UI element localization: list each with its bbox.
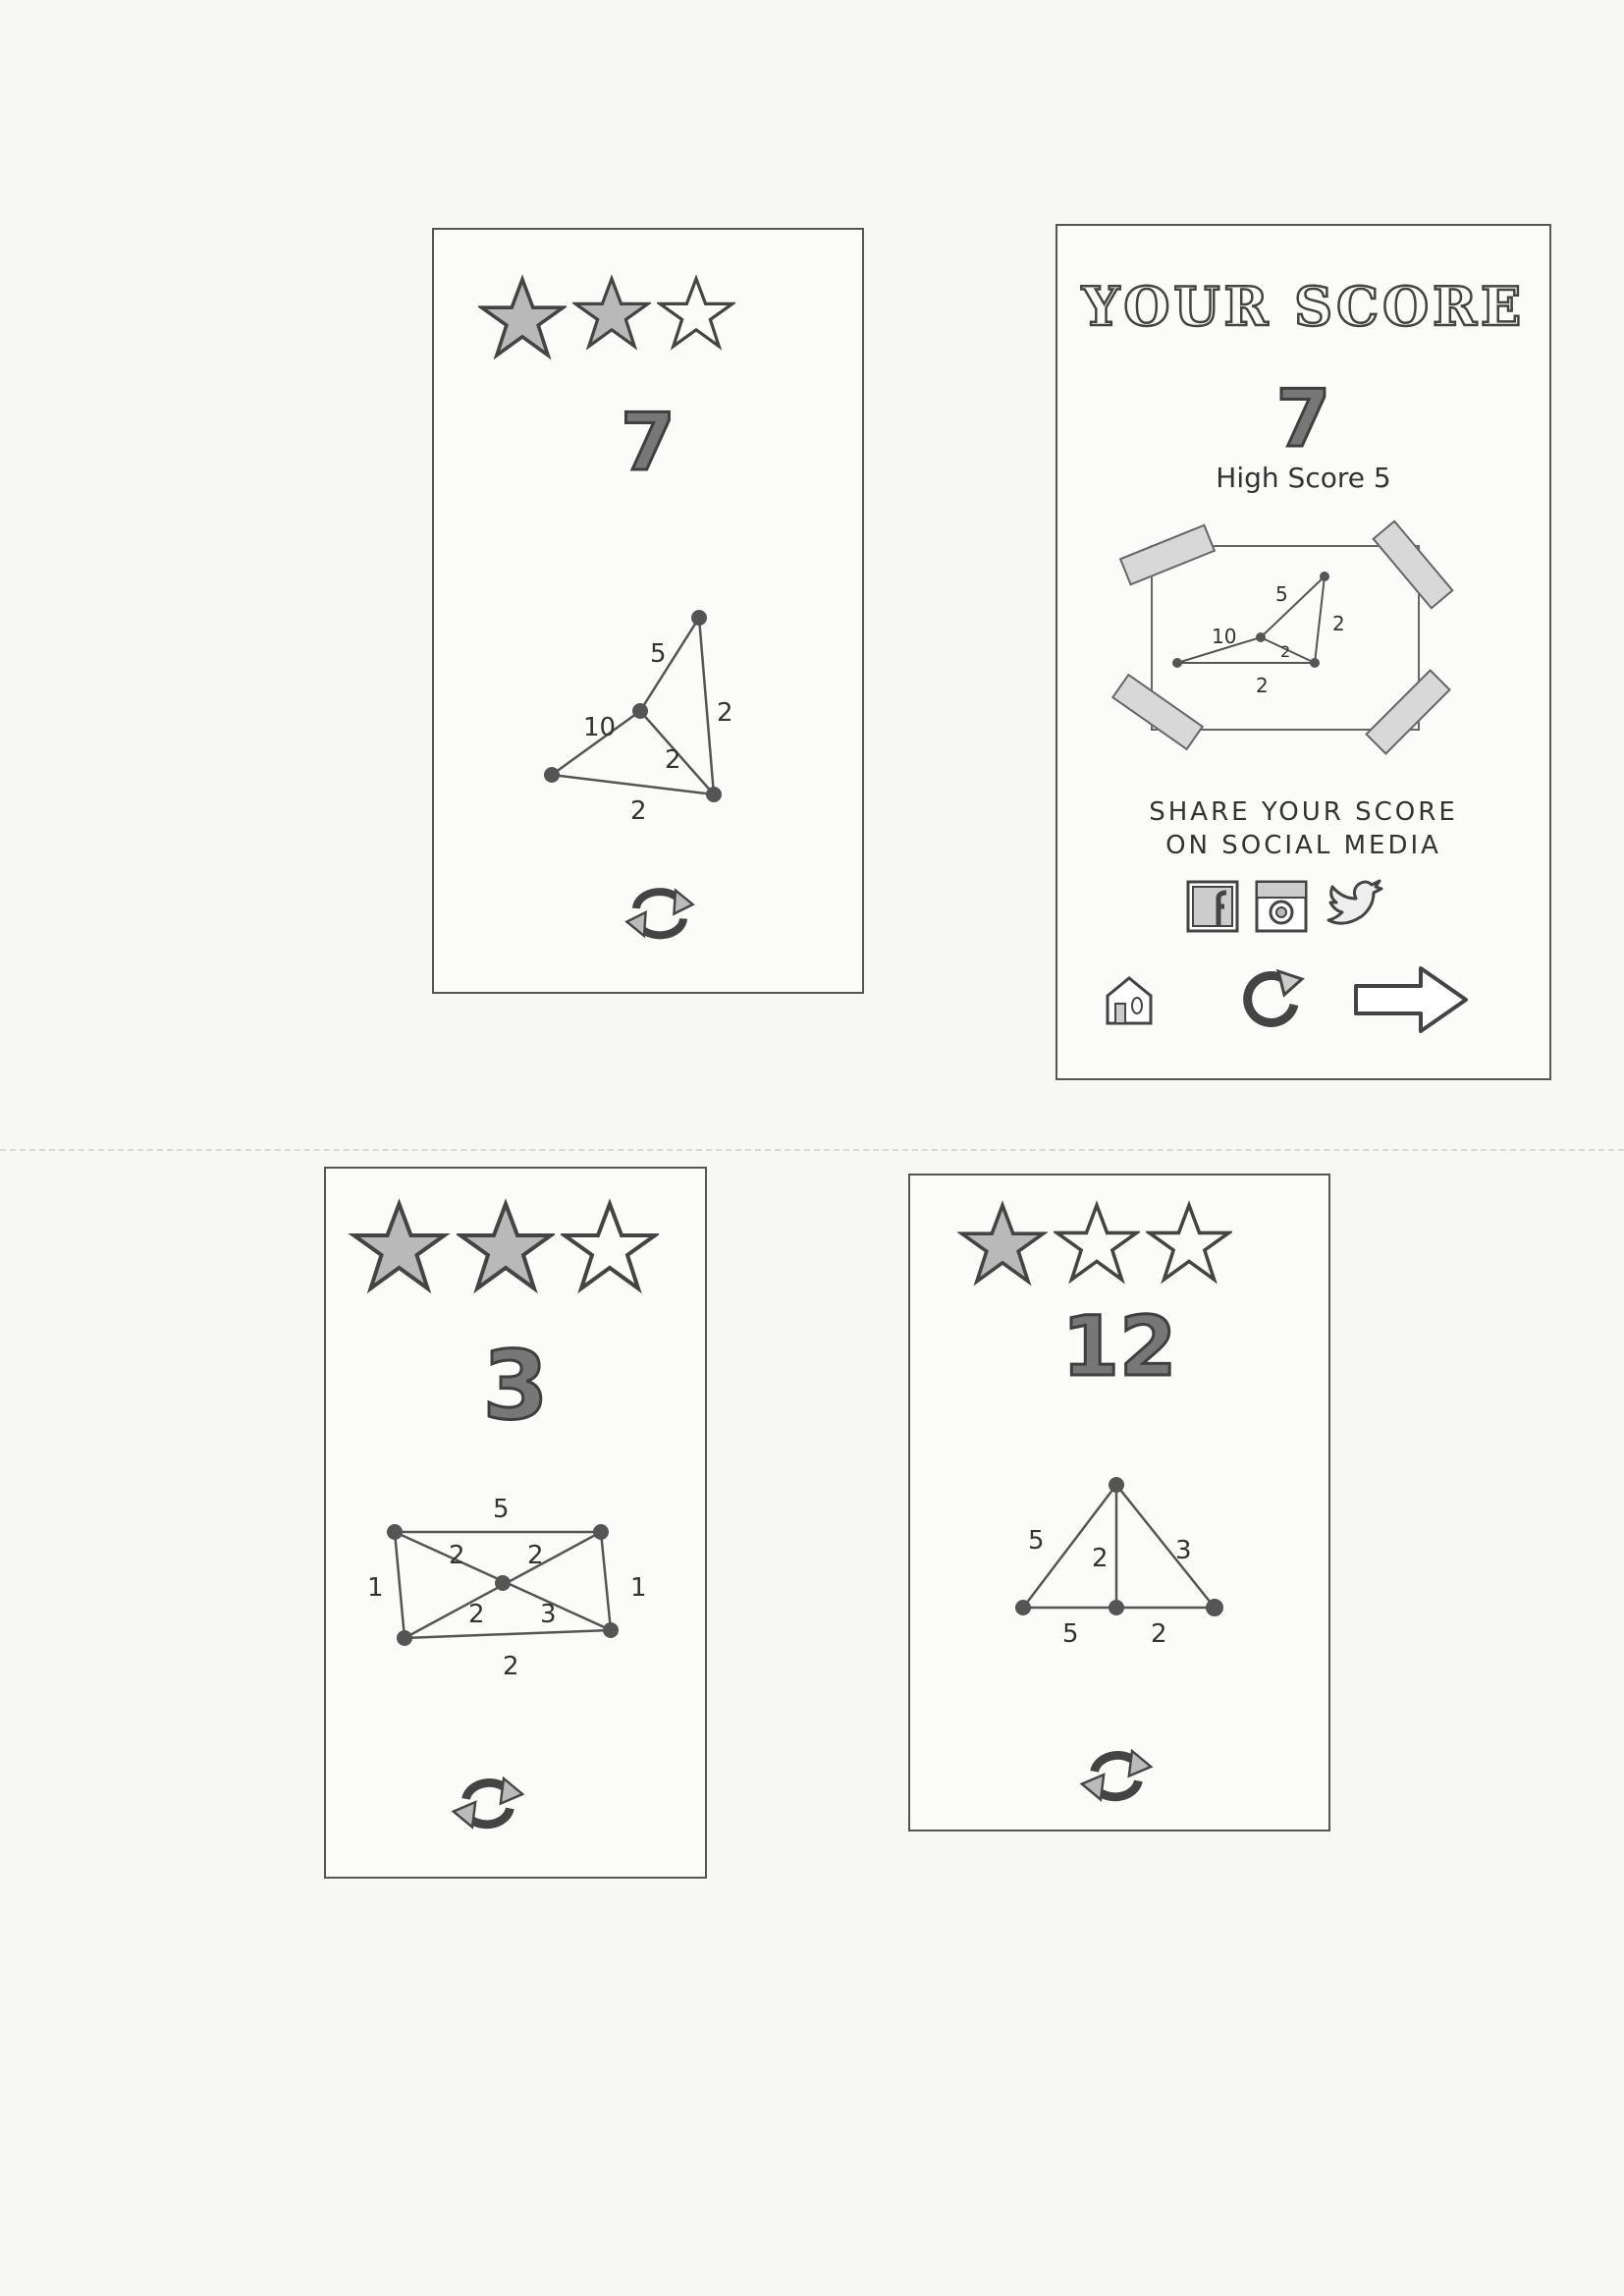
replay-icon[interactable] [1239,967,1308,1032]
edge-label: 2 [1151,1619,1167,1649]
edge-label: 3 [540,1600,557,1629]
star-empty-icon [657,274,735,351]
share-text: SHARE YOUR SCORE ON SOCIAL MEDIA [1057,795,1549,862]
facebook-icon[interactable] [1185,879,1240,934]
star-rating [348,1198,659,1296]
edge-label: 2 [1092,1544,1109,1573]
star-empty-icon [1146,1200,1232,1285]
edge-label: 5 [1062,1619,1079,1649]
paper-fold-line [0,1149,1624,1151]
home-icon[interactable] [1102,972,1157,1027]
star-rating [957,1200,1232,1288]
instagram-icon[interactable] [1254,879,1309,934]
edge-label: 5 [1028,1526,1045,1556]
star-filled-icon [348,1198,451,1294]
next-arrow-icon[interactable] [1352,964,1470,1035]
edge-label: 2 [630,796,647,826]
puzzle-graph: 5 2 3 5 2 [1015,1477,1223,1649]
puzzle-graph: 5 10 2 2 2 [544,610,733,826]
edge-label: 1 [630,1573,647,1603]
edge-label: 2 [503,1652,519,1681]
star-filled-icon [457,1198,555,1294]
edge-label: 2 [665,745,681,775]
results-screen: YOUR SCORE 7 High Score 5 5 10 2 2 2 [1056,224,1551,1080]
replay-icon[interactable] [621,873,699,952]
twitter-icon[interactable] [1323,879,1387,934]
star-filled-icon [572,274,651,351]
level-screen-4: 12 5 2 3 5 2 [908,1174,1330,1831]
puzzle-graph: 5 2 2 1 1 2 3 2 [367,1495,647,1681]
edge-label: 2 [1332,612,1345,635]
edge-label: 5 [650,639,667,669]
edge-label: 5 [1275,582,1288,606]
edge-label: 2 [717,698,733,728]
high-score-label: High Score 5 [1216,462,1391,494]
star-rating [478,274,735,362]
score-value: 7 [620,396,677,490]
level-screen-1: 7 5 10 2 2 2 [432,228,864,994]
edge-label: 2 [527,1541,544,1570]
score-value: 12 [1060,1297,1178,1396]
edge-label: 1 [367,1573,384,1603]
thumbnail-graph: 5 10 2 2 2 [1172,572,1345,697]
page-title: YOUR SCORE [1081,274,1526,340]
edge-label: 2 [468,1600,485,1629]
edge-label: 3 [1175,1536,1192,1565]
star-empty-icon [1054,1200,1140,1285]
edge-label: 5 [493,1495,510,1524]
edge-label: 10 [583,713,616,742]
share-line-2: ON SOCIAL MEDIA [1165,831,1441,860]
edge-label: 2 [449,1541,465,1570]
level-screen-3: 3 5 2 2 1 1 2 3 2 [324,1167,707,1879]
star-filled-icon [478,274,567,360]
level-thumbnail: 5 10 2 2 2 [1151,545,1420,731]
edge-label: 2 [1280,642,1290,661]
edge-label: 10 [1212,625,1236,648]
star-empty-icon [561,1198,659,1294]
star-filled-icon [957,1200,1048,1286]
share-line-1: SHARE YOUR SCORE [1149,797,1458,827]
replay-icon[interactable] [1077,1735,1156,1814]
score-value: 3 [481,1330,550,1443]
replay-icon[interactable] [449,1763,527,1841]
edge-label: 2 [1256,674,1269,697]
score-value: 7 [1274,372,1332,466]
